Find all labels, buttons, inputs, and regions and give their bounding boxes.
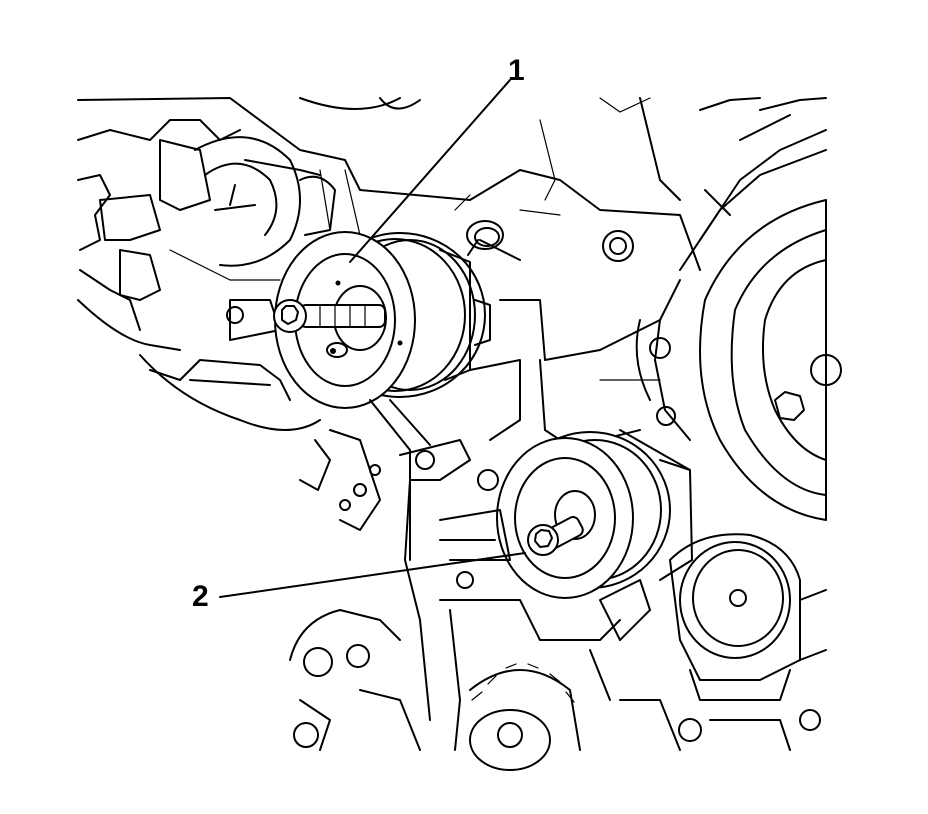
lower-gear-cover (289, 609, 702, 771)
mounting-bracket (299, 230, 651, 751)
lower-right-pump (669, 533, 827, 751)
leader-line-1 (349, 79, 511, 263)
callout-label-2: 2 (192, 580, 209, 613)
engine-block-outline (77, 97, 701, 441)
tensioner-pulley (273, 231, 491, 409)
large-right-pulley (619, 97, 842, 521)
callout-label-1: 1 (508, 54, 525, 87)
spring-clip (466, 220, 504, 256)
leader-line-2 (219, 552, 526, 598)
leader-lines (219, 79, 526, 598)
idler-pulley (496, 431, 693, 599)
